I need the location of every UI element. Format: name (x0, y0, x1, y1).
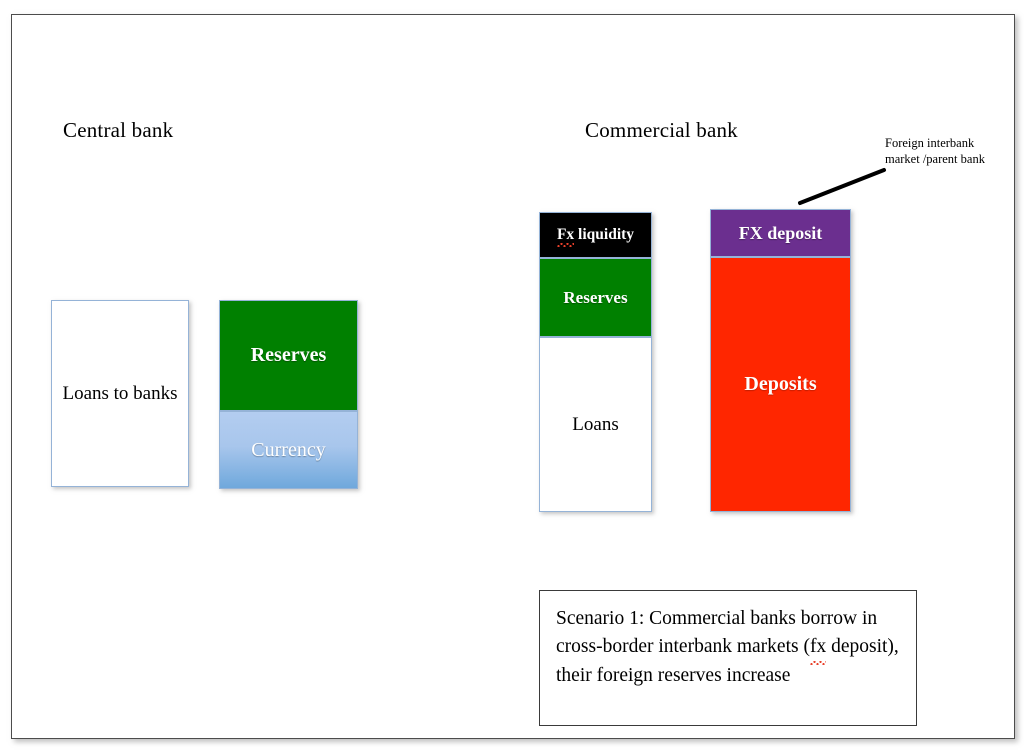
commercial-bank-liabilities-bar: FX deposit Deposits (710, 209, 851, 512)
bar-segment-label: FX deposit (738, 222, 823, 243)
bar-segment-currency: Currency (219, 411, 358, 489)
page-title-central-bank: Central bank (63, 118, 174, 142)
bar-segment-reserves: Reserves (539, 258, 652, 337)
bar-segment-fx-deposit: FX deposit (710, 209, 851, 257)
bar-segment-label: Deposits (744, 373, 817, 395)
bar-segment-fx-liquidity: Fx liquidity (539, 212, 652, 258)
bar-segment-label: Fx liquidity (556, 226, 635, 247)
bar-segment-reserves: Reserves (219, 300, 358, 411)
callout-foreign-interbank-market: Foreign interbank market /parent bank (885, 136, 1024, 167)
bar-segment-label: Loans to banks (62, 382, 178, 404)
commercial-bank-assets-bar: Fx liquidity Reserves Loans (539, 212, 652, 512)
bar-segment-loans: Loans (539, 337, 652, 512)
scenario-text-part-2: deposit), their foreign reserves increas… (556, 636, 899, 686)
spellcheck-underline-fx: Fx (556, 226, 575, 247)
callout-line-1: Foreign interbank (885, 136, 975, 150)
bar-segment-label: Reserves (250, 344, 327, 366)
central-bank-assets-bar: Loans to banks (51, 300, 189, 487)
leader-line-icon (798, 168, 886, 205)
bar-segment-label: Currency (251, 438, 326, 461)
page-title-commercial-bank: Commercial bank (585, 118, 738, 142)
spellcheck-underline-fx-scenario: fx (809, 633, 827, 665)
bar-segment-deposits: Deposits (710, 257, 851, 512)
bar-segment-label: Loans (572, 413, 619, 435)
bar-segment-label-rest: liquidity (574, 226, 635, 244)
scenario-text-part-1: Scenario 1: Commercial banks borrow in c… (556, 608, 878, 658)
slide-frame: Central bank Commercial bank Foreign int… (11, 14, 1015, 739)
scenario-note-box: Scenario 1: Commercial banks borrow in c… (539, 590, 917, 726)
bar-segment-loans-to-banks: Loans to banks (51, 300, 189, 487)
bar-segment-label: Reserves (563, 287, 628, 307)
central-bank-liabilities-bar: Reserves Currency (219, 300, 358, 489)
callout-line-2: market /parent bank (885, 151, 985, 166)
